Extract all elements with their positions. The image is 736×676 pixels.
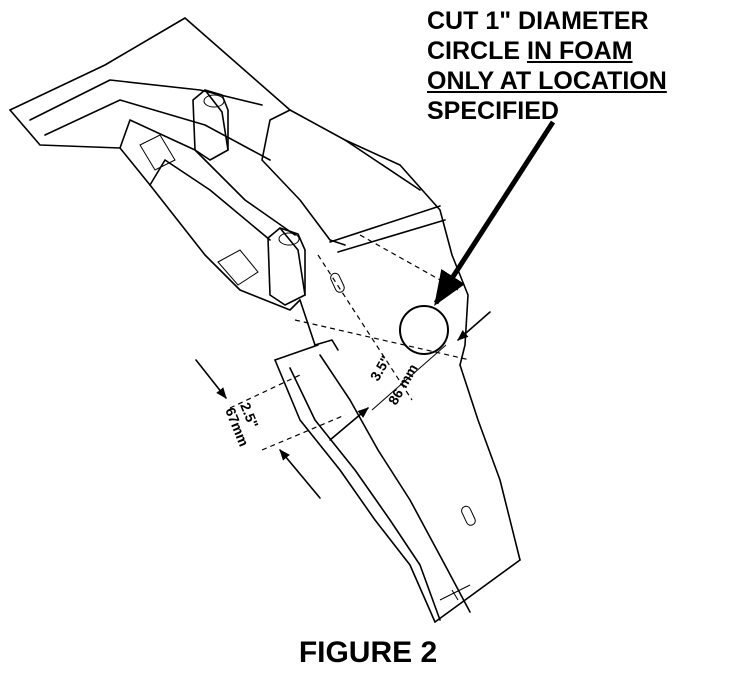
slot-upper bbox=[330, 272, 345, 293]
cut-circle bbox=[399, 305, 449, 355]
callout-line-2: CIRCLE IN FOAM bbox=[427, 36, 667, 66]
dim-right-mm: 86 mm bbox=[385, 361, 421, 407]
figure-caption: FIGURE 2 bbox=[298, 636, 438, 669]
dim-right-inches: 3.5" bbox=[367, 353, 394, 384]
callout-line-3: ONLY AT LOCATION bbox=[427, 67, 667, 95]
lower-bracket bbox=[274, 299, 521, 623]
callout-line-4: SPECIFIED bbox=[427, 97, 559, 125]
boss-lower bbox=[267, 227, 306, 306]
slot-lower bbox=[461, 505, 476, 526]
callout-line-2-underlined: IN FOAM bbox=[527, 37, 633, 65]
callout-text: CUT 1" DIAMETER CIRCLE IN FOAM ONLY AT L… bbox=[427, 6, 667, 126]
recess-pocket bbox=[139, 134, 259, 286]
callout-line-1: CUT 1" DIAMETER bbox=[427, 7, 649, 35]
dimension-right bbox=[329, 311, 491, 441]
dimension-left bbox=[195, 359, 321, 499]
dashed-reference-lines bbox=[229, 234, 471, 451]
upper-bracket bbox=[9, 17, 469, 366]
boss-upper bbox=[192, 89, 229, 161]
callout-leader-arrow bbox=[433, 120, 556, 306]
callout-line-2-start: CIRCLE bbox=[427, 37, 527, 65]
